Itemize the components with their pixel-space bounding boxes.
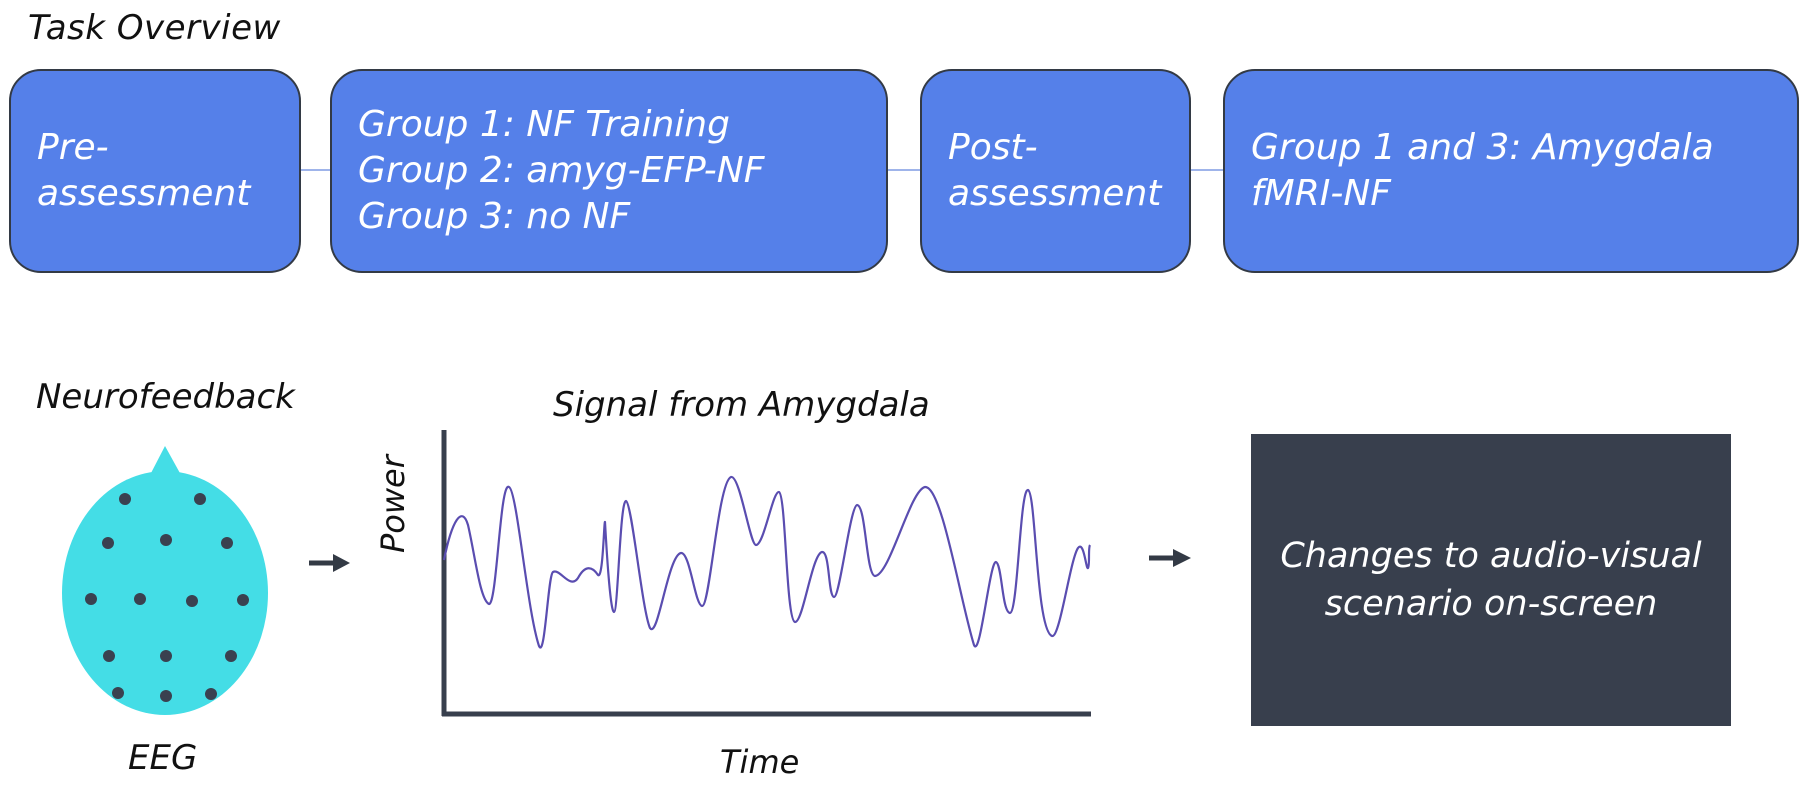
neurofeedback-title: Neurofeedback xyxy=(36,377,295,417)
connector xyxy=(886,169,922,171)
stage-line: Group 3: no NF xyxy=(358,196,631,237)
stage-fmri-nf: Group 1 and 3: Amygdala fMRI-NF xyxy=(1223,69,1799,273)
stage-line: assessment xyxy=(37,173,251,214)
stage-line: Group 2: amyg-EFP-NF xyxy=(358,150,765,191)
eeg-head-icon xyxy=(62,446,268,715)
connector xyxy=(1189,169,1225,171)
signal-title: Signal from Amygdala xyxy=(553,385,930,425)
eeg-label: EEG xyxy=(128,738,198,778)
output-line: Changes to audio-visual xyxy=(1280,536,1702,576)
stage-nf-training: Group 1: NF Training Group 2: amyg-EFP-N… xyxy=(330,69,888,273)
output-scenario-box: Changes to audio-visual scenario on-scre… xyxy=(1251,434,1731,726)
signal-wave xyxy=(442,475,1092,649)
stage-pre-assessment: Pre- assessment xyxy=(9,69,301,273)
stage-line: Group 1: NF Training xyxy=(358,104,730,145)
stage-post-assessment: Post- assessment xyxy=(920,69,1191,273)
stage-line: assessment xyxy=(948,173,1162,214)
stage-line: Group 1 and 3: Amygdala xyxy=(1251,127,1714,168)
signal-axes xyxy=(441,430,1091,717)
stage-line: fMRI-NF xyxy=(1251,173,1391,214)
output-line: scenario on-screen xyxy=(1324,584,1658,624)
arrow-right-icon xyxy=(1149,549,1191,567)
arrow-right-icon xyxy=(309,554,350,572)
connector xyxy=(299,169,331,171)
stage-line: Pre- xyxy=(37,127,109,168)
time-axis-label: Time xyxy=(720,743,800,781)
task-overview-title: Task Overview xyxy=(28,8,281,48)
stage-line: Post- xyxy=(948,127,1038,168)
